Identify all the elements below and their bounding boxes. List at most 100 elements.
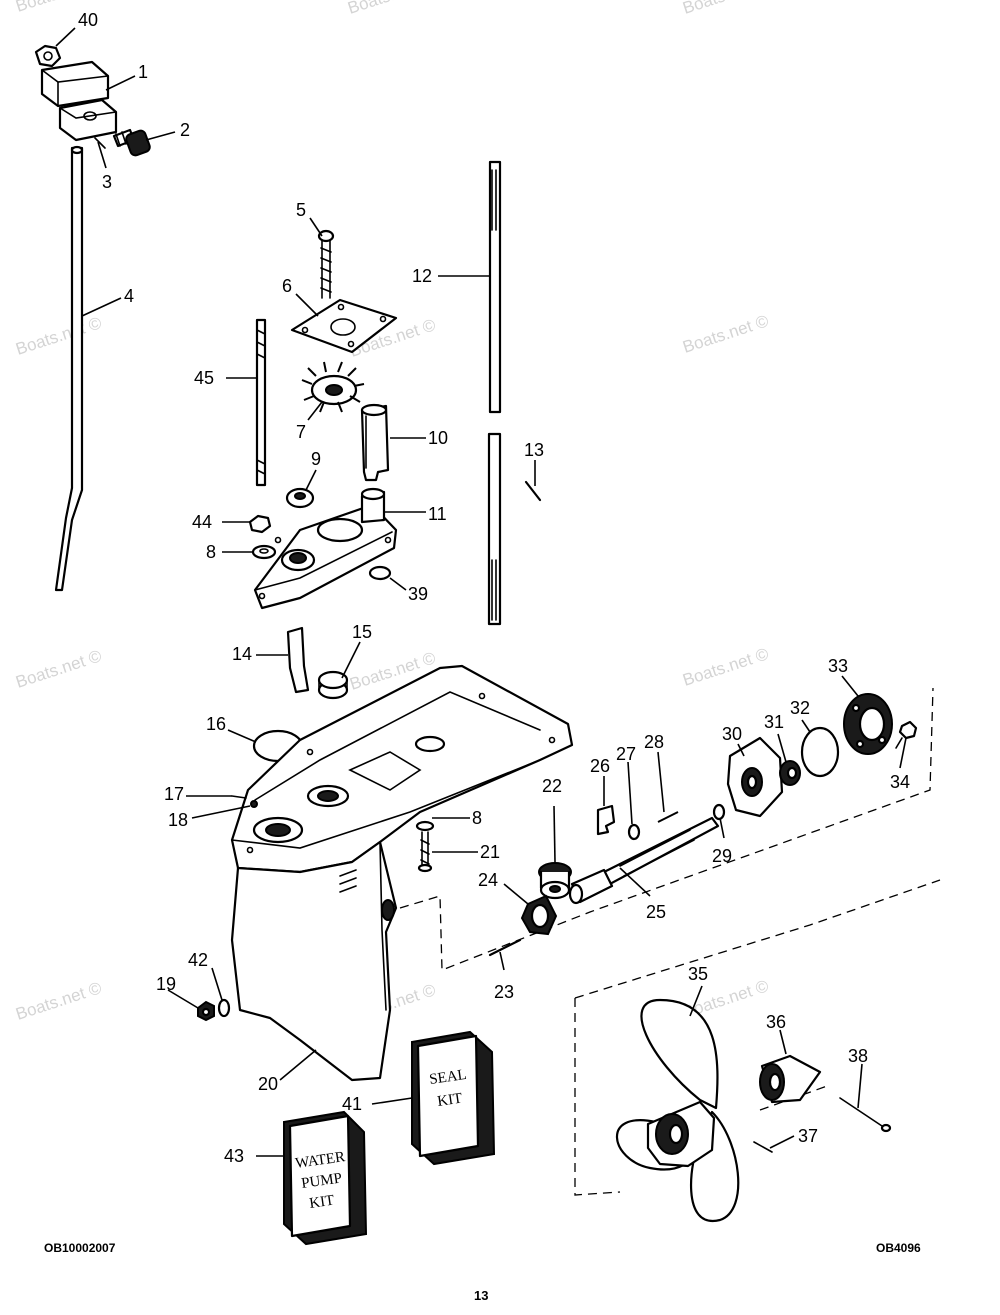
part-nut-44 (248, 514, 272, 534)
part-screw-2 (112, 128, 151, 157)
part-carrier-33 (843, 693, 893, 755)
watermark: Boats.net © (13, 313, 104, 359)
part-clip-26 (596, 804, 616, 836)
part-gearcase-20 (230, 664, 574, 1082)
part-gear-24 (520, 894, 558, 936)
part-cotter-38 (839, 1097, 892, 1133)
callout-14: 14 (232, 644, 252, 664)
parts: SEAL KIT WATER PUMP KIT (34, 44, 918, 1246)
callout-36: 36 (766, 1012, 786, 1032)
part-o-ring-39 (368, 565, 392, 581)
water-pump-kit-label-line1: WATER (294, 1149, 346, 1172)
part-washer-screw-21 (415, 820, 435, 873)
part-washer-29 (712, 803, 726, 821)
callout-16: 16 (206, 714, 226, 734)
callout-31: 31 (764, 712, 784, 732)
part-screw-34 (895, 720, 918, 749)
part-sleeve-10 (360, 403, 390, 482)
part-bearing-31 (779, 760, 801, 786)
part-pin-3 (94, 137, 106, 149)
seal-kit-label-line1: SEAL (428, 1067, 467, 1088)
part-pin-37 (753, 1141, 773, 1153)
callout-13: 13 (524, 440, 544, 460)
part-cone-36 (759, 1054, 822, 1104)
part-impeller-7 (301, 361, 365, 413)
part-screw-19 (197, 1000, 215, 1022)
part-stud-45 (255, 318, 267, 487)
watermark: Boats.net © (345, 0, 436, 18)
callout-9: 9 (311, 449, 321, 469)
watermark: Boats.net © (680, 0, 771, 18)
water-pump-kit-label-line3: KIT (308, 1193, 335, 1212)
watermark: Boats.net © (680, 311, 771, 357)
part-pin-23 (488, 938, 522, 957)
drawing-code-left: OB10002007 (44, 1241, 116, 1255)
callout-28: 28 (644, 732, 664, 752)
leader-lines (55, 27, 907, 1157)
part-washer-8 (251, 544, 277, 560)
callout-37: 37 (798, 1126, 818, 1146)
water-pump-kit-label-line2: PUMP (300, 1170, 343, 1192)
callout-6: 6 (282, 276, 292, 296)
callout-18: 18 (168, 810, 188, 830)
seal-kit-41: SEAL KIT (411, 1030, 496, 1166)
part-pinion-22 (538, 862, 572, 900)
part-o-ring-32 (800, 726, 840, 778)
part-bracket-14 (286, 626, 310, 694)
callout-44: 44 (192, 512, 212, 532)
callout-1: 1 (138, 62, 148, 82)
callout-29: 29 (712, 846, 732, 866)
callout-17: 17 (164, 784, 184, 804)
callout-8b: 8 (472, 808, 482, 828)
callout-21: 21 (480, 842, 500, 862)
callout-23: 23 (494, 982, 514, 1002)
seal-kit-label-line2: KIT (436, 1091, 463, 1110)
callout-2: 2 (180, 120, 190, 140)
callout-25: 25 (646, 902, 666, 922)
callout-20: 20 (258, 1074, 278, 1094)
part-propshaft-25 (568, 816, 720, 905)
callout-43: 43 (224, 1146, 244, 1166)
part-spring-27 (627, 823, 641, 841)
part-pump-housing-11 (253, 487, 398, 610)
part-propeller-35 (616, 998, 740, 1223)
callout-35: 35 (688, 964, 708, 984)
watermark: Boats.net © (13, 646, 104, 692)
part-nut-40 (34, 44, 62, 68)
callout-24: 24 (478, 870, 498, 890)
callout-32: 32 (790, 698, 810, 718)
drawing-code-right: OB4096 (876, 1241, 921, 1255)
water-pump-kit-43: WATER PUMP KIT (283, 1110, 368, 1246)
callout-5: 5 (296, 200, 306, 220)
callout-15: 15 (352, 622, 372, 642)
callout-33: 33 (828, 656, 848, 676)
part-plug-18 (250, 800, 258, 808)
part-gear-30 (726, 736, 784, 818)
callout-38: 38 (848, 1046, 868, 1066)
part-pin-13 (524, 480, 542, 502)
callout-3: 3 (102, 172, 112, 192)
callout-42: 42 (188, 950, 208, 970)
page-number: 13 (474, 1288, 488, 1303)
part-shift-rod-4 (54, 145, 84, 592)
callout-30: 30 (722, 724, 742, 744)
callout-40: 40 (78, 10, 98, 30)
callout-7: 7 (296, 422, 306, 442)
callout-12: 12 (412, 266, 432, 286)
callout-45: 45 (194, 368, 214, 388)
watermarks: Boats.net © Boats.net © Boats.net © Boat… (13, 0, 771, 1026)
callout-11: 11 (428, 504, 447, 524)
callout-22: 22 (542, 776, 562, 796)
callout-41: 41 (342, 1094, 362, 1114)
part-grommet-9 (285, 487, 315, 509)
callout-4: 4 (124, 286, 134, 306)
footer: OB10002007 OB4096 13 (44, 1241, 921, 1303)
callout-26: 26 (590, 756, 610, 776)
watermark: Boats.net © (680, 644, 771, 690)
callout-27: 27 (616, 744, 636, 764)
part-plate-6 (290, 298, 398, 354)
callout-34: 34 (890, 772, 910, 792)
part-pin-28 (657, 811, 679, 823)
callout-10: 10 (428, 428, 448, 448)
